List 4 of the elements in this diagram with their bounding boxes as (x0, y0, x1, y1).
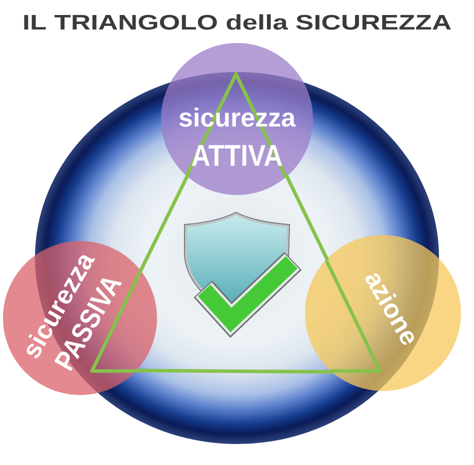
triangle-side (138, 174, 189, 272)
title: IL TRIANGOLO della SICUREZZA (24, 14, 451, 30)
triangle-side (285, 174, 329, 261)
triangle-side (134, 368, 334, 374)
